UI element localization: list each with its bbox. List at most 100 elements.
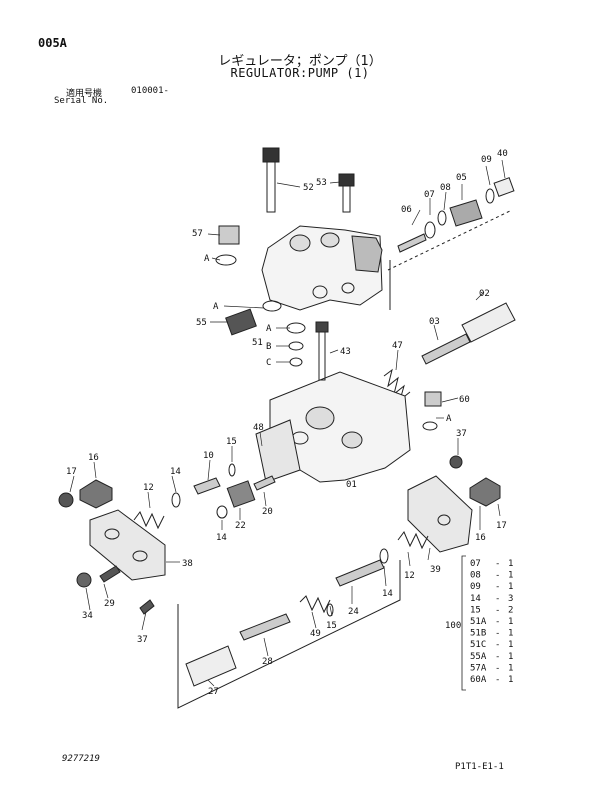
bolt-52-head (262, 147, 280, 163)
callout-22: 22 (235, 521, 246, 531)
spring-49 (299, 595, 331, 614)
kit-item-dash: - (495, 652, 500, 662)
document-number: 9277219 (62, 754, 100, 764)
callout-28: 28 (262, 657, 273, 667)
dash-line (387, 209, 513, 271)
callout-38: 38 (182, 559, 193, 569)
piston-05 (449, 199, 483, 227)
ring-14 (216, 505, 228, 519)
o-ring (422, 421, 438, 431)
kit-item-qty: 1 (508, 629, 513, 639)
main-body-port (305, 406, 335, 430)
callout-09: 09 (481, 155, 492, 165)
plug-60 (424, 391, 442, 407)
kit-item-part: 51B (470, 629, 486, 639)
kit-bracket (461, 555, 466, 691)
callout-14: 14 (170, 467, 181, 477)
frame-line (177, 560, 401, 709)
pin-06 (397, 233, 427, 253)
callout-37: 37 (456, 429, 467, 439)
page-title: REGULATOR:PUMP (1) (230, 66, 370, 80)
callout-12: 12 (404, 571, 415, 581)
ring-07 (424, 221, 436, 239)
applicable-label-japanese: 適用号機 (66, 89, 103, 99)
callout-47: 47 (392, 341, 403, 351)
callout-43: 43 (340, 347, 351, 357)
kit-item-dash: - (495, 605, 500, 615)
spool-10 (193, 477, 221, 495)
callout-17: 17 (66, 467, 77, 477)
kit-item-qty: 1 (508, 652, 513, 662)
spring-12-left (133, 511, 165, 530)
bolt-43-head (315, 321, 329, 333)
kit-item-dash: - (495, 571, 500, 581)
kit-item-dash: - (495, 559, 500, 569)
callout-53: 53 (316, 178, 327, 188)
upper-body-port (289, 234, 311, 252)
spool-28 (239, 613, 291, 641)
cover-18 (89, 509, 166, 581)
o-ring (262, 300, 282, 312)
callout-37: 37 (137, 635, 148, 645)
callout-01: 01 (346, 480, 357, 490)
cover-hole (437, 514, 451, 526)
callout-27: 27 (208, 687, 219, 697)
callout-40: 40 (497, 149, 508, 159)
callout-51-ring-C: C (266, 358, 271, 368)
main-body-side (255, 419, 301, 483)
upper-body-port (341, 282, 355, 294)
cover-hole (132, 550, 148, 562)
kit-item-qty: 1 (508, 559, 513, 569)
callout-14: 14 (216, 533, 227, 543)
kit-item-part: 09 (470, 582, 481, 592)
callout-51-ring-A: A (266, 324, 272, 334)
spool-03 (421, 333, 471, 365)
kit-item-qty: 1 (508, 640, 513, 650)
kit-parent-number: 100 (445, 621, 461, 631)
upper-body-port (312, 285, 328, 299)
callout-10: 10 (203, 451, 214, 461)
ring-14 (171, 492, 181, 508)
sensor-55 (225, 308, 257, 336)
spool-22 (226, 480, 256, 508)
page-reference: P1T1-E1-1 (455, 762, 504, 772)
kit-list: 100 07-108-109-114-315-251A-151B-151C-15… (445, 555, 513, 691)
callout-34: 34 (82, 611, 93, 621)
ring-15 (228, 463, 236, 477)
kit-item-qty: 1 (508, 663, 513, 673)
callout-55: 55 (196, 318, 207, 328)
upper-body-flange (351, 235, 383, 273)
screw-37-right (449, 455, 463, 469)
cover-39 (407, 475, 473, 553)
kit-item-dash: - (495, 582, 500, 592)
kit-item-part: 07 (470, 559, 481, 569)
callout-16: 16 (88, 453, 99, 463)
callout-24: 24 (348, 607, 359, 617)
pin-20 (253, 475, 276, 491)
kit-item-qty: 1 (508, 617, 513, 627)
cover-hole (104, 528, 120, 540)
spring-12-right (397, 531, 429, 550)
serial-label: Serial No. (54, 96, 109, 106)
callout-17: 17 (496, 521, 507, 531)
kit-item-part: 51A (470, 617, 487, 627)
sleeve-27 (185, 645, 237, 687)
callout-12: 12 (143, 483, 154, 493)
main-body-port (341, 431, 363, 449)
callout-02: 02 (479, 289, 490, 299)
kit-item-part: 57A (470, 663, 487, 673)
kit-item-part: 14 (470, 594, 481, 604)
callout-48: 48 (253, 423, 264, 433)
kit-item-part: 55A (470, 652, 487, 662)
nut-34 (76, 572, 92, 588)
kit-item-dash: - (495, 640, 500, 650)
kit-item-part: 60A (470, 675, 487, 685)
bolt-52-shank (266, 162, 276, 213)
ring-14 (379, 548, 389, 564)
ring-15 (326, 603, 334, 617)
upper-body-port (320, 232, 340, 248)
nut-16-right (469, 477, 501, 507)
o-ring (289, 357, 303, 367)
ring-09 (485, 188, 495, 204)
